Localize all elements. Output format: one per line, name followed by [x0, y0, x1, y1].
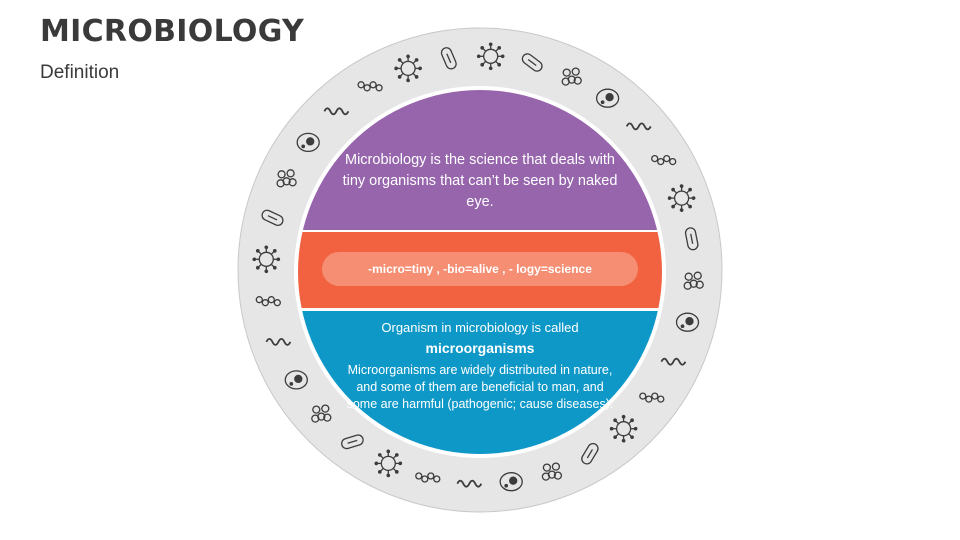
microbe-icon: [357, 81, 383, 92]
organism-term: microorganisms: [425, 340, 535, 356]
organism-label: Organism in microbiology is called: [381, 320, 579, 335]
staphylococcus-icon: [341, 434, 364, 450]
prefix-pill: [322, 252, 638, 286]
paramecium-icon: [311, 404, 332, 423]
phage-icon: [609, 414, 638, 443]
divider-bottom: [298, 308, 662, 311]
cell-icon: [595, 88, 620, 108]
coccus-icon: [296, 132, 320, 153]
page-subtitle: Definition: [40, 62, 120, 83]
spiral-icon: [261, 209, 284, 226]
definition-text: Microbiology is the science that deals w…: [342, 152, 618, 210]
virus-icon: [499, 472, 523, 492]
virus-icon: [252, 245, 281, 274]
microorganism-description: Microorganisms are widely distributed in…: [346, 363, 614, 411]
streptococcus-icon: [660, 357, 687, 366]
coronavirus-icon: [456, 479, 483, 488]
protozoa-icon: [667, 184, 696, 212]
divider-top: [298, 230, 662, 232]
virus-icon: [440, 47, 457, 70]
bacillus-icon: [625, 122, 652, 131]
rod-bacterium-icon: [541, 462, 563, 481]
amoeba-icon: [684, 227, 699, 251]
virus-icon: [521, 53, 543, 72]
germ-icon: [265, 338, 292, 346]
bacillus-icon: [255, 296, 281, 307]
spirillum-icon: [675, 312, 700, 332]
flagellate-icon: [284, 370, 308, 390]
algae-icon: [323, 107, 350, 116]
worm-icon: [476, 42, 505, 71]
germ-icon: [683, 271, 704, 290]
vibrio-icon: [374, 449, 403, 478]
word-origin-text: -micro=tiny , -bio=alive , - logy=scienc…: [368, 262, 592, 276]
page-title: MICROBIOLOGY: [40, 14, 305, 49]
mold-icon: [415, 472, 441, 483]
ring-icons: [252, 42, 704, 492]
bacterium-cluster-icon: [561, 67, 582, 86]
coccus-icon: [639, 392, 665, 403]
diatom-icon: [394, 54, 422, 83]
diplococcus-icon: [651, 154, 677, 166]
cell-icon: [276, 169, 297, 188]
yeast-icon: [581, 442, 599, 465]
